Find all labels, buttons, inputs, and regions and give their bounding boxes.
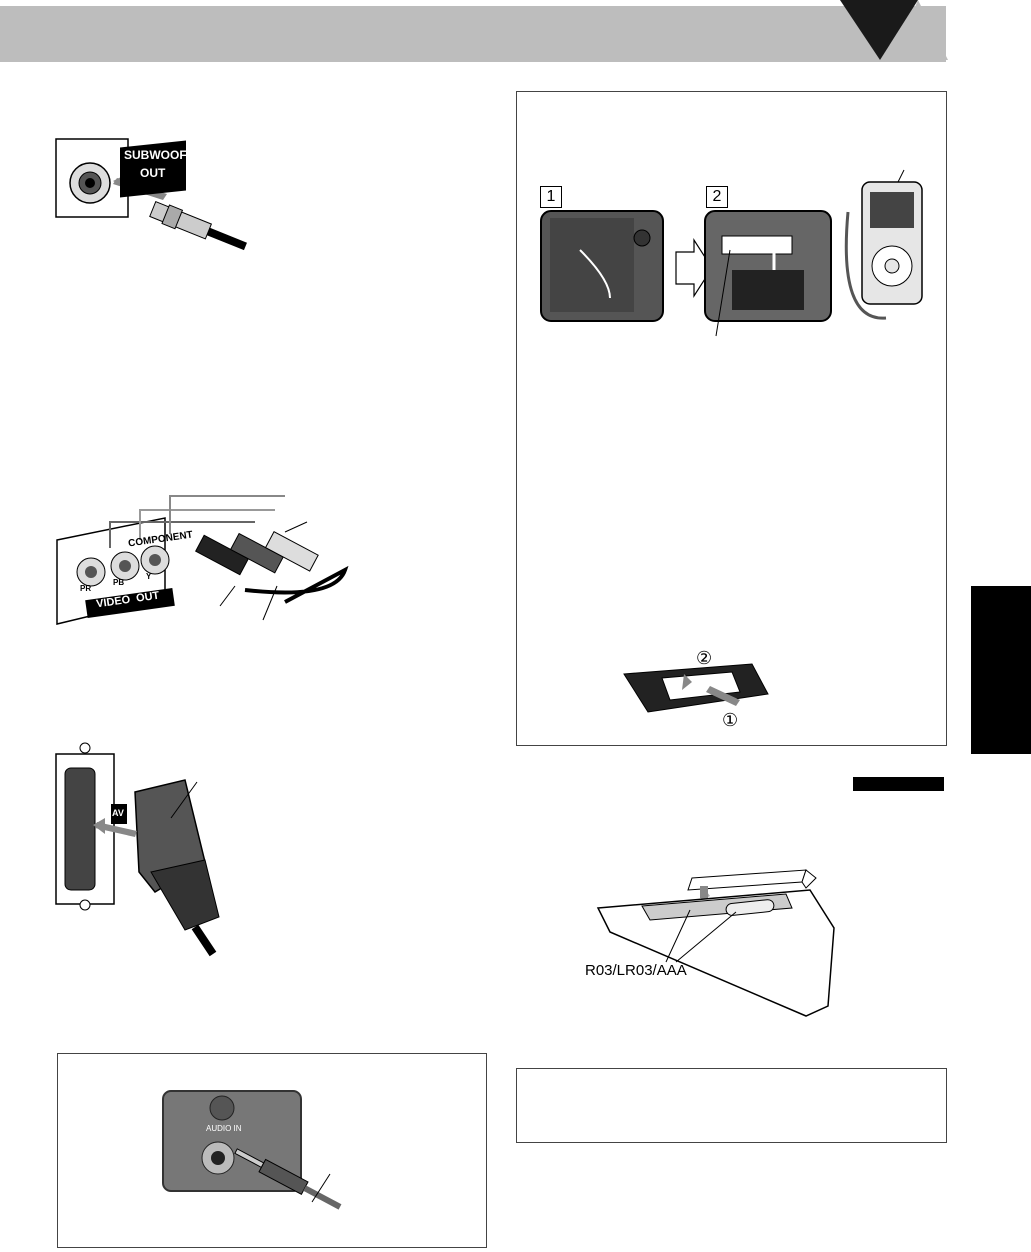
section-badge: [853, 777, 944, 791]
remote-battery-illustration: [596, 868, 842, 1018]
note-box: [516, 1068, 947, 1143]
ipod-device-icon: [858, 172, 928, 322]
audio-in-label: AUDIO IN: [206, 1124, 242, 1133]
subwoofer-out-label-1: SUBWOOFER: [124, 148, 203, 162]
ipod-dock-step1-illustration: [540, 210, 664, 322]
header-triangle-icon: [830, 0, 950, 64]
circled-step-1: ①: [722, 710, 738, 731]
audio-in-illustration: [162, 1090, 342, 1230]
circled-step-2: ②: [696, 648, 712, 669]
subwoofer-out-label-2: OUT: [140, 166, 165, 180]
header-bar: [0, 6, 946, 62]
ipod-step-1: 1: [540, 186, 562, 208]
av-label: AV: [112, 808, 124, 818]
component-jack-pr: PR: [80, 584, 91, 593]
battery-type-label: R03/LR03/AAA: [585, 962, 687, 979]
ipod-dock-step2-illustration: [704, 210, 834, 322]
side-tab: [971, 586, 1031, 754]
component-jack-y: Y: [146, 572, 151, 581]
component-jack-pb: PB: [113, 578, 124, 587]
scart-av-illustration: [55, 742, 245, 958]
ipod-step-2: 2: [706, 186, 728, 208]
